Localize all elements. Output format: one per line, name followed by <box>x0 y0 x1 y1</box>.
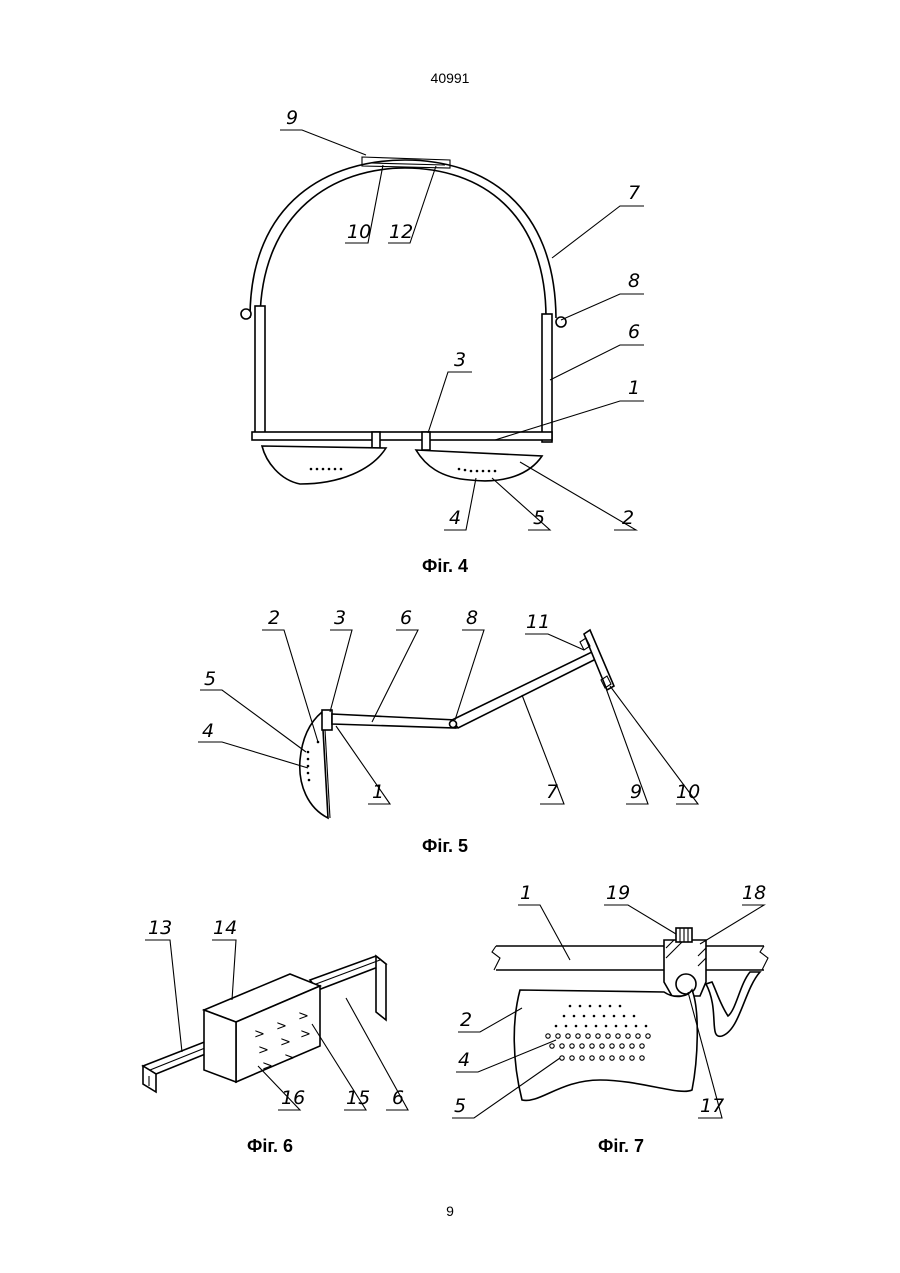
fig7-label-5: 5 <box>454 1095 466 1117</box>
fig7-label-18: 18 <box>742 882 766 904</box>
fig7-label-17: 17 <box>700 1095 724 1117</box>
page-number: 9 <box>0 1203 900 1219</box>
fig7-label-19: 19 <box>606 882 630 904</box>
fig7-label-1: 1 <box>520 882 532 904</box>
fig7-label-4: 4 <box>458 1049 470 1071</box>
fig7-label-2: 2 <box>460 1009 472 1031</box>
figure-7-caption: Фіг. 7 <box>598 1136 644 1157</box>
